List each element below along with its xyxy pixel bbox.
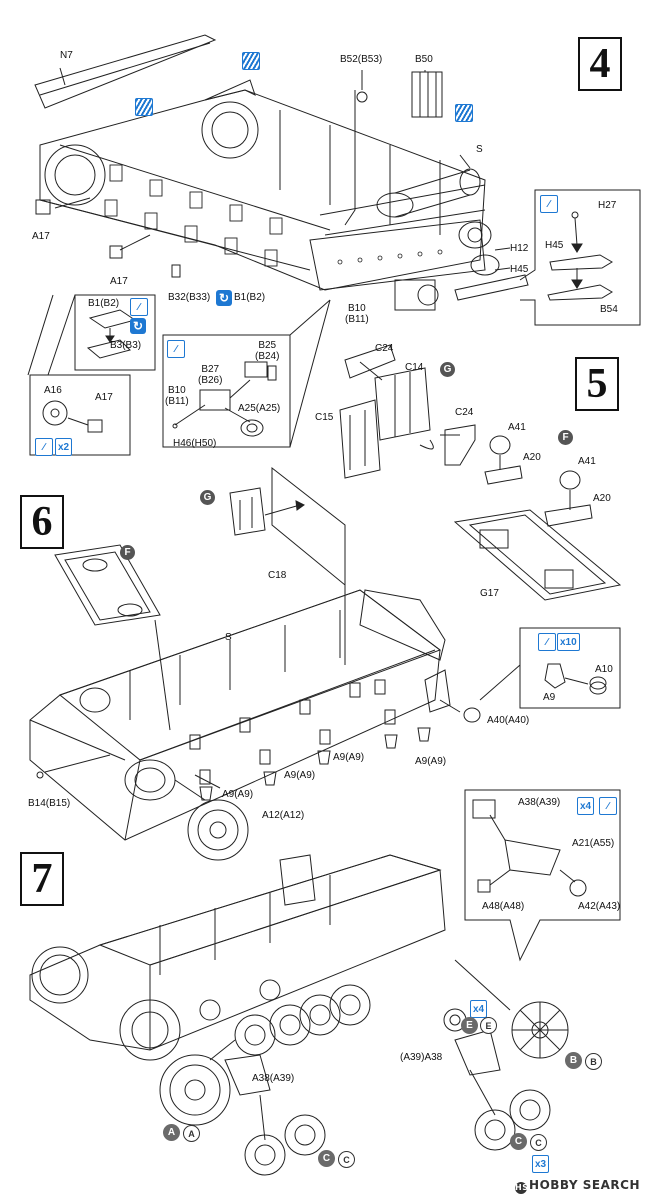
quantity-x4-badge: x4 (577, 797, 595, 815)
part-label-h46: H46(H50) (173, 438, 217, 449)
part-label-a21: A21(A55) (572, 838, 615, 849)
part-label-b50: B50 (415, 54, 433, 65)
part-label-a38-inset: A38(A39) (518, 797, 561, 808)
hobby-search-watermark: HSHOBBY SEARCH (515, 1178, 640, 1194)
part-label-c18: C18 (268, 570, 287, 581)
step-number-7: 7 (20, 852, 64, 906)
step-number-5: 5 (575, 357, 619, 411)
step4-drawing (27, 34, 641, 456)
part-label-b25: B25 (B24) (255, 340, 280, 362)
runner-a-outline-badge: A (183, 1125, 200, 1142)
runner-b-outline-badge: B (585, 1053, 602, 1070)
part-label-a9: A9(A9) (333, 752, 365, 763)
part-label-a41: A41 (578, 456, 596, 467)
runner-c-badge: C (318, 1150, 335, 1167)
part-label-a25: A25(A25) (238, 403, 281, 414)
part-label-c15: C15 (315, 412, 334, 423)
part-label-a9: A9 (543, 692, 556, 703)
glue-icon: ∕ (167, 340, 185, 358)
glue-icon: ∕ (599, 797, 617, 815)
part-label-c24: C24 (455, 407, 474, 418)
part-label-b3: B3(B3) (110, 340, 142, 351)
part-label-s: S (225, 632, 232, 643)
part-label-b10-inset: B10 (B11) (165, 385, 189, 407)
glue-icon: ∕ (35, 438, 53, 456)
part-label-a40: A40(A40) (487, 715, 530, 726)
rotate-icon: ↻ (130, 318, 146, 334)
part-label-a9: A9(A9) (284, 770, 316, 781)
step-number-6: 6 (20, 495, 64, 549)
rotate-icon: ↻ (216, 290, 232, 306)
runner-b-badge: B (565, 1052, 582, 1069)
part-label-c14: C14 (405, 362, 424, 373)
runner-f-badge: F (120, 545, 135, 560)
part-label-a9: A9(A9) (222, 789, 254, 800)
glue-icon: ∕ (538, 633, 556, 651)
part-label-a12: A12(A12) (262, 810, 305, 821)
part-label-b10: B10 (B11) (345, 303, 369, 325)
part-label-a39: (A39)A38 (400, 1052, 443, 1063)
part-label-b27: B27 (B26) (198, 364, 223, 386)
part-label-h45: H45 (545, 240, 564, 251)
part-label-a9: A9(A9) (415, 756, 447, 767)
part-label-b14: B14(B15) (28, 798, 71, 809)
part-label-a38: A38(A39) (252, 1073, 295, 1084)
step7-drawing (29, 789, 621, 1176)
part-label-s: S (476, 144, 483, 155)
runner-e-outline-badge: E (480, 1017, 497, 1034)
part-label-b54: B54 (600, 304, 618, 315)
part-label-b52: B52(B53) (340, 54, 383, 65)
part-label-a42: A42(A43) (578, 901, 621, 912)
glue-icon: ∕ (540, 195, 558, 213)
quantity-x3-badge: x3 (532, 1155, 550, 1173)
runner-a-badge: A (163, 1124, 180, 1141)
quantity-x10-badge: x10 (557, 633, 580, 651)
cement-icon (135, 98, 153, 116)
cement-icon (455, 104, 473, 122)
step6-drawing (29, 466, 621, 861)
part-label-a17: A17 (32, 231, 50, 242)
quantity-x2-badge: x2 (55, 438, 73, 456)
runner-g-badge: G (440, 362, 455, 377)
part-label-a48: A48(A48) (482, 901, 525, 912)
step-number-4: 4 (578, 37, 622, 91)
step5-drawing (339, 344, 622, 601)
runner-f-badge: F (558, 430, 573, 445)
part-label-b1: B1(B2) (234, 292, 266, 303)
part-label-a10: A10 (595, 664, 613, 675)
runner-e-badge: E (461, 1017, 478, 1034)
part-label-b32: B32(B33) (168, 292, 211, 303)
part-label-h27: H27 (598, 200, 617, 211)
part-label-a16: A16 (44, 385, 62, 396)
glue-icon: ∕ (130, 298, 148, 316)
part-label-a20: A20 (523, 452, 541, 463)
runner-c-outline-badge: C (338, 1151, 355, 1168)
quantity-x4-badge: x4 (470, 1000, 488, 1018)
runner-c-outline-badge: C (530, 1134, 547, 1151)
part-label-a17: A17 (110, 276, 128, 287)
part-label-c24: C24 (375, 343, 394, 354)
part-label-h12: H12 (510, 243, 529, 254)
runner-g-badge: G (200, 490, 215, 505)
part-label-b1-inset: B1(B2) (88, 298, 120, 309)
part-label-a17-inset: A17 (95, 392, 113, 403)
part-label-a20: A20 (593, 493, 611, 504)
part-label-g17: G17 (480, 588, 499, 599)
part-label-n7: N7 (60, 50, 73, 61)
part-label-a41: A41 (508, 422, 526, 433)
runner-c-badge: C (510, 1133, 527, 1150)
part-label-h45: H45 (510, 264, 529, 275)
cement-icon (242, 52, 260, 70)
